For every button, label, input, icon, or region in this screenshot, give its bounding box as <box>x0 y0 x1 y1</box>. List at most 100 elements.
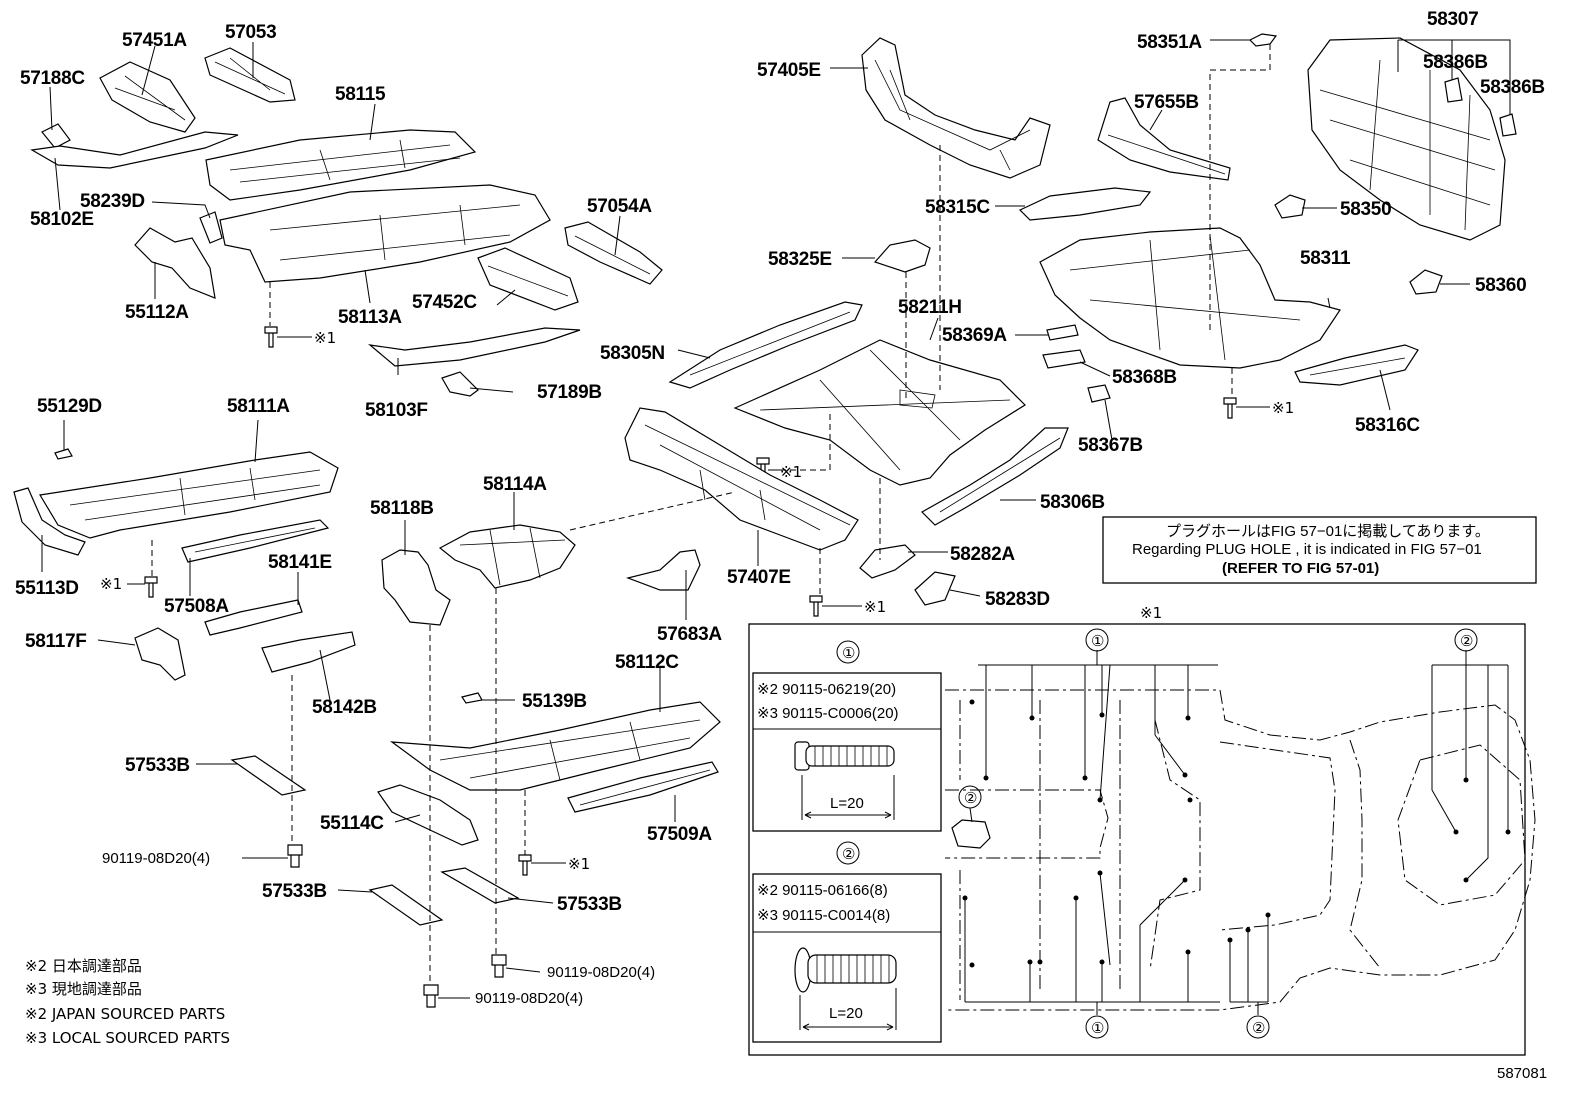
sourcing-legend: ※2 日本調達部品 ※3 現地調達部品 ※2 JAPAN SOURCED PAR… <box>25 957 230 1047</box>
label-57189B[interactable]: 57189B <box>537 382 602 403</box>
label-58211H[interactable]: 58211H <box>898 297 962 318</box>
shape-58117F <box>134 627 186 681</box>
label-57533B-c[interactable]: 57533B <box>557 894 622 915</box>
label-58368B[interactable]: 58368B <box>1112 367 1177 388</box>
shape-57683A <box>625 549 701 591</box>
ref-mark: ※1 <box>568 855 590 873</box>
label-58103F[interactable]: 58103F <box>365 400 428 421</box>
label-57405E[interactable]: 57405E <box>757 60 821 81</box>
callout-2-left: ② <box>964 790 977 807</box>
label-58386B-b[interactable]: 58386B <box>1480 77 1545 98</box>
callout-1-top: ① <box>1091 633 1104 650</box>
label-58239D[interactable]: 58239D <box>80 191 145 212</box>
plug-hole-note-refer: (REFER TO FIG 57-01) <box>1222 560 1379 577</box>
legend-local-jp: ※3 現地調達部品 <box>25 980 142 998</box>
legend-japan-en: ※2 JAPAN SOURCED PARTS <box>25 1005 225 1023</box>
label-58311[interactable]: 58311 <box>1300 248 1351 269</box>
shape-58311 <box>1039 227 1341 369</box>
label-58142B[interactable]: 58142B <box>312 697 377 718</box>
label-57053[interactable]: 57053 <box>225 22 277 43</box>
shape-58102E <box>30 131 239 169</box>
ref-mark: ※1 <box>1272 399 1294 417</box>
label-57452C[interactable]: 57452C <box>412 292 478 313</box>
label-58283D[interactable]: 58283D <box>985 589 1050 610</box>
legend-japan-jp: ※2 日本調達部品 <box>25 957 142 975</box>
label-58141E[interactable]: 58141E <box>268 552 332 573</box>
label-58350[interactable]: 58350 <box>1340 199 1392 220</box>
label-58307[interactable]: 58307 <box>1427 9 1479 30</box>
label-58360[interactable]: 58360 <box>1475 275 1527 296</box>
label-55114C[interactable]: 55114C <box>320 813 385 834</box>
label-58112C[interactable]: 58112C <box>615 652 680 673</box>
shape-57533B-c <box>440 867 520 904</box>
label-55139B[interactable]: 55139B <box>522 691 587 712</box>
label-55112A[interactable]: 55112A <box>125 302 190 323</box>
shape-58350 <box>1274 194 1306 219</box>
label-57451A[interactable]: 57451A <box>122 30 188 51</box>
label-57533B-b[interactable]: 57533B <box>262 881 327 902</box>
label-58118B[interactable]: 58118B <box>370 498 434 519</box>
shape-57508A <box>181 519 330 563</box>
label-57407E[interactable]: 57407E <box>727 567 791 588</box>
label-57054A[interactable]: 57054A <box>587 196 653 217</box>
label-90119-a[interactable]: 90119-08D20(4) <box>102 850 210 867</box>
label-58113A[interactable]: 58113A <box>338 307 403 328</box>
label-58367B[interactable]: 58367B <box>1078 435 1143 456</box>
label-90119-b[interactable]: 90119-08D20(4) <box>547 964 655 981</box>
plug-hole-note: プラグホールはFIG 57−01に掲載してあります。 Regarding PLU… <box>1102 516 1537 584</box>
plug2-part-local: ※3 90115-C0014(8) <box>757 907 890 924</box>
inset-title-mark: ※1 <box>1140 604 1162 622</box>
label-58111A[interactable]: 58111A <box>227 396 291 417</box>
label-58117F[interactable]: 58117F <box>25 631 87 652</box>
plug1-icon <box>794 741 895 820</box>
label-55113D[interactable]: 55113D <box>15 578 79 599</box>
label-58369A[interactable]: 58369A <box>942 325 1008 346</box>
label-58305N[interactable]: 58305N <box>600 343 665 364</box>
label-58315C[interactable]: 58315C <box>925 197 991 218</box>
floor-outline <box>945 689 1536 1011</box>
plug1-length: L=20 <box>830 795 864 812</box>
label-58102E[interactable]: 58102E <box>30 209 94 230</box>
plug-hole-markers <box>951 650 1511 1015</box>
label-57509A[interactable]: 57509A <box>647 824 713 845</box>
shape-57189B <box>441 371 479 397</box>
callout-1-bottom: ① <box>1091 1020 1104 1037</box>
label-57508A[interactable]: 57508A <box>164 596 230 617</box>
legend-local-en: ※3 LOCAL SOURCED PARTS <box>25 1029 230 1047</box>
inset-plug-layout: ※1 ① ※2 90115-06219(20) ※3 90115-C0006(2… <box>748 604 1536 1056</box>
label-58316C[interactable]: 58316C <box>1355 415 1421 436</box>
label-58115[interactable]: 58115 <box>335 84 386 105</box>
label-58306B[interactable]: 58306B <box>1040 492 1105 513</box>
label-58325E[interactable]: 58325E <box>768 249 832 270</box>
label-90119-c[interactable]: 90119-08D20(4) <box>475 990 583 1007</box>
part-labels: 57451A 57053 57188C 58115 58102E 58239D … <box>15 9 1545 1007</box>
shape-57509A <box>567 761 719 813</box>
shape-58112C <box>389 701 721 791</box>
shape-57452C <box>477 247 579 311</box>
label-55129D[interactable]: 55129D <box>37 396 102 417</box>
shape-58141E <box>204 599 303 636</box>
label-57533B-a[interactable]: 57533B <box>125 755 190 776</box>
assembly-lines <box>151 44 1271 985</box>
shape-58282A <box>859 544 916 579</box>
ref-mark: ※1 <box>314 329 336 347</box>
plug1-marker: ① <box>842 645 855 662</box>
shape-58325E <box>873 239 931 273</box>
label-58351A[interactable]: 58351A <box>1137 32 1203 53</box>
label-58386B-a[interactable]: 58386B <box>1423 52 1488 73</box>
shape-55139B <box>461 692 483 704</box>
shape-58111A <box>39 451 339 539</box>
shape-55129D <box>54 448 73 460</box>
shape-57405E <box>861 37 1051 179</box>
shape-57054A <box>564 221 663 285</box>
label-58282A[interactable]: 58282A <box>950 544 1016 565</box>
label-58114A[interactable]: 58114A <box>483 474 548 495</box>
leader-lines <box>41 39 1511 999</box>
shape-57533B-a <box>230 755 307 796</box>
label-57188C[interactable]: 57188C <box>20 68 86 89</box>
shape-57053 <box>204 47 296 103</box>
label-57655B[interactable]: 57655B <box>1134 92 1199 113</box>
label-57683A[interactable]: 57683A <box>657 624 723 645</box>
shape-58316C <box>1294 344 1419 386</box>
